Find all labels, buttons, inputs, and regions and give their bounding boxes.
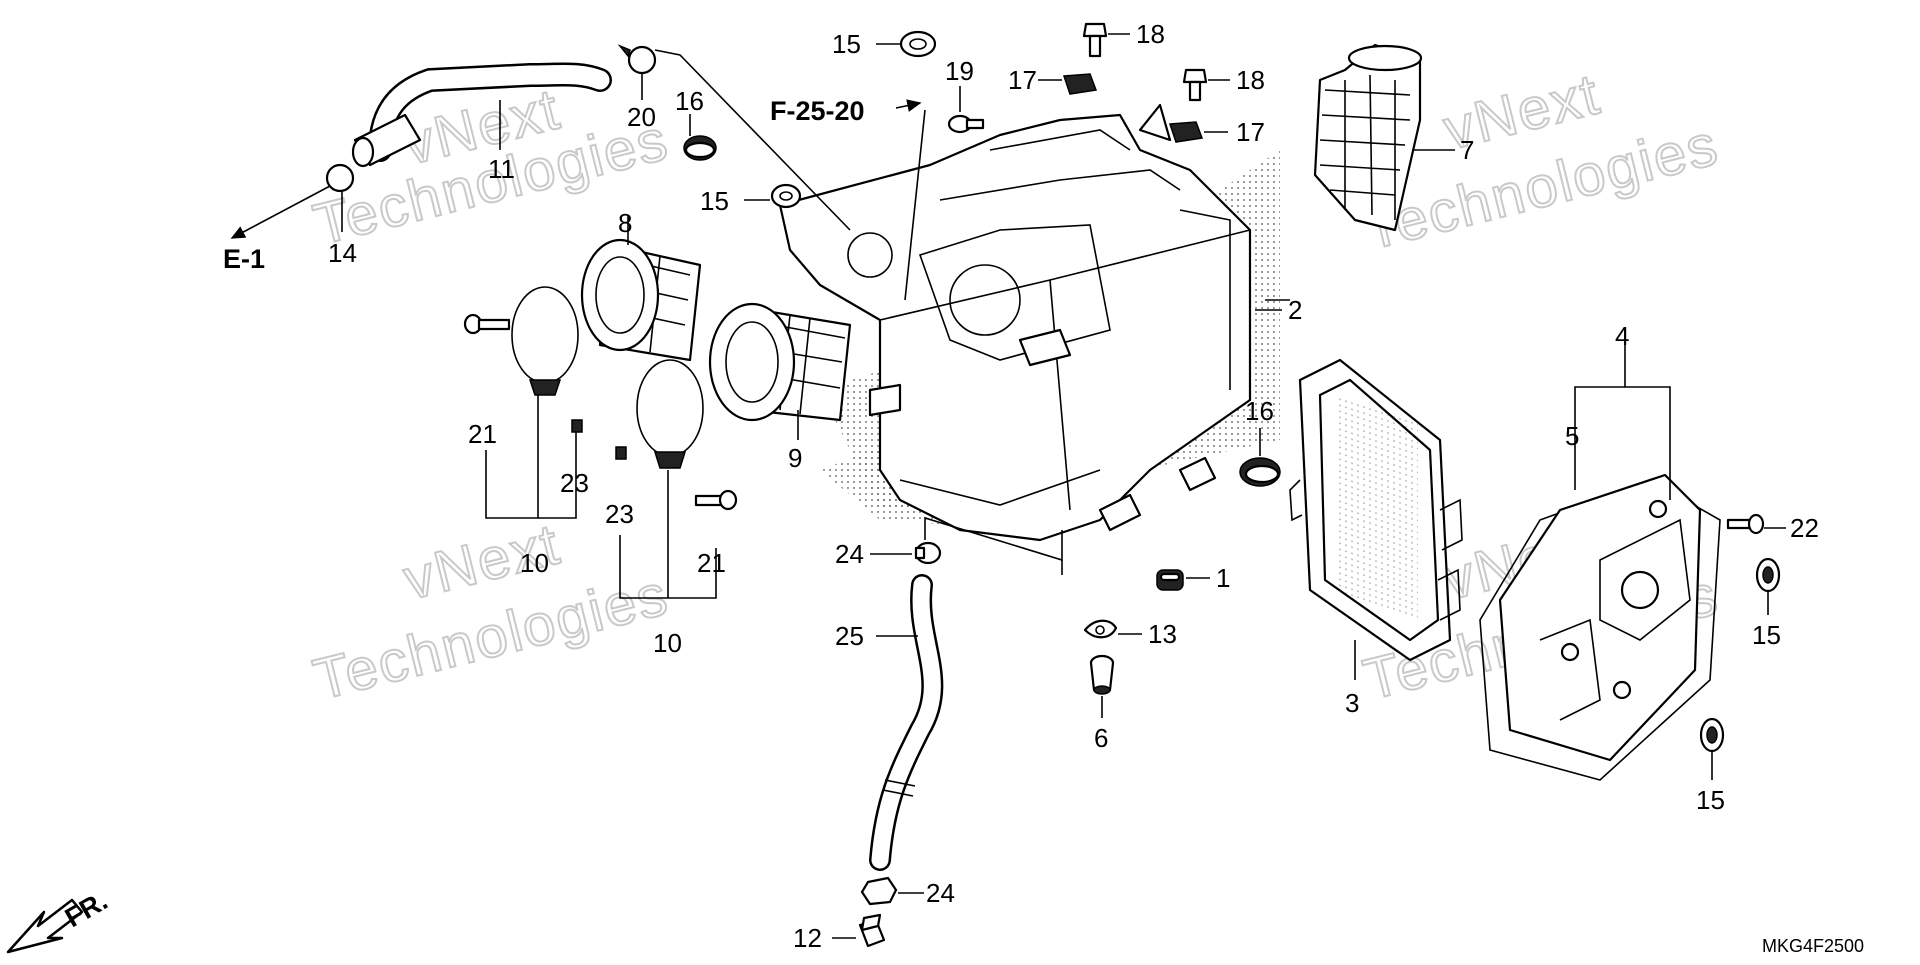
drawing-code: MKG4F2500: [1762, 936, 1864, 956]
bolt-part: [1082, 22, 1108, 58]
bolt-part: [1182, 68, 1208, 102]
callout-13: 13: [1148, 619, 1177, 649]
callout-15-right: 15: [1752, 620, 1781, 650]
callout-23-a: 23: [560, 468, 589, 498]
callout-3: 3: [1345, 688, 1359, 718]
callout-24-b: 24: [926, 878, 955, 908]
reference-label-e1: E-1: [223, 244, 265, 274]
callout-17-a: 17: [1008, 65, 1037, 95]
clip-part: [325, 163, 355, 193]
clip-part: [1083, 619, 1118, 639]
callout-21-a: 21: [468, 419, 497, 449]
air-funnel-part: [708, 302, 852, 422]
callout-5: 5: [1565, 421, 1579, 451]
screw-part: [463, 313, 511, 335]
callout-15-left: 15: [700, 186, 729, 216]
breather-tube: [351, 62, 612, 168]
reference-label-f25-20: F-25-20: [770, 96, 865, 126]
callout-4: 4: [1615, 321, 1629, 351]
air-cleaner-cover: [1479, 473, 1721, 781]
callout-24-a: 24: [835, 539, 864, 569]
callout-23-b: 23: [605, 499, 634, 529]
callout-20: 20: [627, 102, 656, 132]
clip-part: [914, 541, 942, 565]
grommet-part: [683, 135, 717, 161]
callout-18-a: 18: [1136, 19, 1165, 49]
front-direction-arrow: FR.: [6, 885, 113, 954]
grommet-part: [1755, 557, 1781, 593]
grommet-part: [1156, 569, 1184, 591]
clip-part: [617, 44, 657, 75]
callout-7: 7: [1460, 135, 1474, 165]
callout-1: 1: [1216, 563, 1230, 593]
grommet-part: [770, 183, 802, 209]
callout-10-a: 10: [520, 548, 549, 578]
drain-cap-part: [1089, 654, 1115, 695]
air-cleaner-element: [1289, 358, 1463, 662]
clip-part: [860, 876, 898, 906]
callout-25: 25: [835, 621, 864, 651]
air-funnel-part: [580, 238, 702, 362]
screw-part: [1726, 513, 1765, 535]
callout-16-a: 16: [675, 86, 704, 116]
callout-12: 12: [793, 923, 822, 953]
callout-6: 6: [1094, 723, 1108, 753]
air-cleaner-case: [778, 103, 1280, 542]
callout-8: 8: [618, 208, 632, 238]
callout-14: 14: [328, 238, 357, 268]
screw-part: [947, 114, 985, 134]
callout-10-b: 10: [653, 628, 682, 658]
callout-9: 9: [788, 443, 802, 473]
callout-15-bottom: 15: [1696, 785, 1725, 815]
front-label: FR.: [60, 885, 113, 933]
screw-part: [694, 489, 738, 511]
grommet-part: [1239, 457, 1281, 487]
callout-19: 19: [945, 56, 974, 86]
grommet-part: [899, 30, 937, 58]
band-part: [511, 286, 579, 396]
callout-22: 22: [1790, 513, 1819, 543]
callout-11: 11: [488, 154, 515, 184]
callout-18-b: 18: [1236, 65, 1265, 95]
grommet-part: [1699, 717, 1725, 753]
drain-tube: [869, 574, 944, 871]
callout-16-b: 16: [1245, 396, 1274, 426]
band-part: [636, 359, 704, 469]
callout-2: 2: [1288, 295, 1302, 325]
callout-17-b: 17: [1236, 117, 1265, 147]
drain-plug-part: [858, 913, 886, 948]
callout-15-top: 15: [832, 29, 861, 59]
intake-duct-part: [1313, 43, 1423, 232]
callout-21-b: 21: [697, 548, 726, 578]
